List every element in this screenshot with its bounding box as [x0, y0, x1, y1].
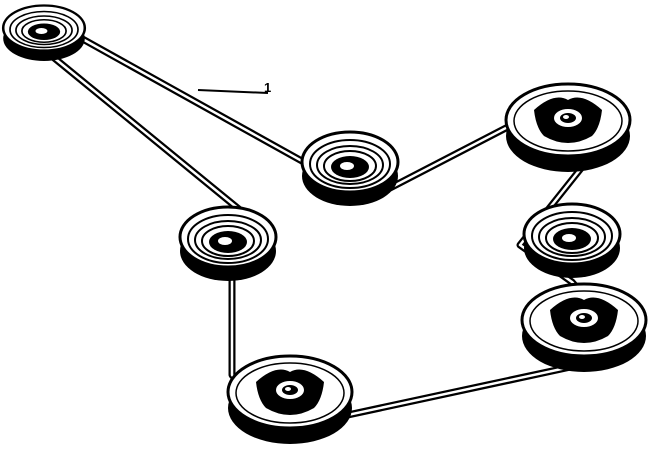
pulley-bottom-center [226, 354, 354, 446]
pulley-center-idler [300, 130, 400, 208]
pulley-right-middle [522, 202, 622, 280]
pulley-top-left [1, 4, 87, 63]
pulley-right-bottom [520, 282, 648, 374]
callout: 1 [197, 80, 271, 95]
pulley-right-top [504, 82, 632, 174]
callout-number: 1 [264, 80, 271, 95]
callout-leader-line [197, 89, 269, 94]
pulley-left-idler [178, 205, 278, 283]
